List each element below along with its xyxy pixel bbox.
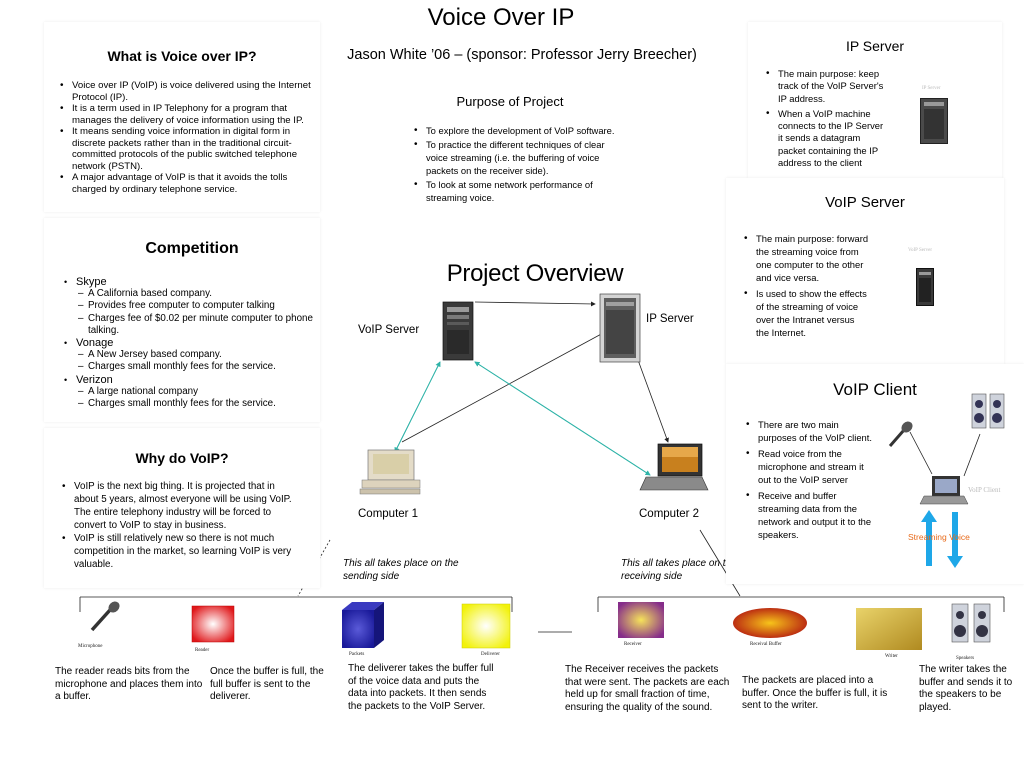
- list-item: To practice the different techniques of …: [414, 138, 624, 177]
- overview-computer2-label: Computer 2: [639, 508, 700, 520]
- voip-server-image-label: VoIP Server: [908, 248, 933, 253]
- list-item: To look at some network performance of s…: [414, 178, 624, 204]
- list-item: VoIP is the next big thing. It is projec…: [62, 480, 302, 532]
- label-packets: Packets: [349, 652, 365, 657]
- pipeline-speakers-icon: [951, 603, 991, 643]
- pipeline-reader-box: [191, 605, 235, 643]
- pipeline-deliverer-box: [461, 603, 511, 649]
- voip-server-image: [916, 268, 934, 306]
- voip-server-heading: VoIP Server: [825, 194, 905, 211]
- streaming-voice-label: Streaming Voice: [908, 532, 970, 542]
- voip-client-illustration: [888, 393, 1005, 568]
- sending-side-note: This all takes place on the sending side: [343, 558, 459, 582]
- pipeline-writer-box: [856, 608, 922, 650]
- ip-server-panel: IP Server The main purpose: keep track o…: [748, 22, 1002, 178]
- pipeline-packets-cube: [342, 602, 384, 648]
- speakers-icon: [971, 393, 1005, 429]
- pipeline-diagram: [90, 601, 991, 650]
- competition-list: •Skype A California based company. Provi…: [64, 276, 314, 410]
- voip-client-image-label: VoIP Client: [968, 486, 1001, 494]
- ip-server-heading: IP Server: [845, 38, 905, 54]
- list-item: Receive and buffer streaming data from t…: [746, 489, 876, 541]
- computer-1-icon: [359, 449, 421, 495]
- overview-ip-server-label: IP Server: [646, 313, 694, 325]
- list-item: Charges fee of $0.02 per minute computer…: [78, 313, 314, 337]
- voip-client-heading: VoIP Client: [833, 380, 917, 399]
- ip-server-image-label: IP Server: [922, 86, 941, 91]
- voip-server-icon: [442, 301, 474, 361]
- what-is-voip-panel: What is Voice over IP? Voice over IP (Vo…: [44, 22, 320, 212]
- list-item: A California based company.: [78, 288, 314, 300]
- purpose-list: To explore the development of VoIP softw…: [414, 124, 624, 204]
- laptop-icon: [919, 476, 969, 505]
- microphone-icon: [888, 421, 913, 447]
- company-skype: •Skype A California based company. Provi…: [64, 276, 314, 337]
- list-item: It is a term used in IP Telephony for a …: [60, 103, 312, 126]
- why-voip-heading: Why do VoIP?: [135, 450, 229, 466]
- voip-server-panel: VoIP Server The main purpose: forward th…: [726, 178, 1004, 364]
- streaming-down-arrow-icon: [947, 512, 963, 568]
- overview-voip-server-label: VoIP Server: [358, 324, 420, 336]
- overview-diagram: [359, 293, 709, 495]
- list-item: A large national company: [78, 386, 314, 398]
- overview-heading: Project Overview: [446, 260, 624, 287]
- list-item: Voice over IP (VoIP) is voice delivered …: [60, 80, 312, 103]
- pipeline-receiver-box: [618, 602, 664, 638]
- company-name: Skype: [76, 276, 107, 288]
- label-receiver: Receiver: [624, 642, 642, 647]
- purpose-heading: Purpose of Project: [456, 94, 564, 109]
- list-item: Is used to show the effects of the strea…: [744, 287, 870, 339]
- list-item: When a VoIP machine connects to the IP S…: [766, 108, 890, 169]
- list-item: Read voice from the microphone and strea…: [746, 447, 876, 486]
- overview-computer1-label: Computer 1: [358, 508, 419, 520]
- page-title: Voice Over IP: [427, 4, 575, 31]
- list-item: The main purpose: forward the streaming …: [744, 232, 870, 284]
- caption-reader: The reader reads bits from the microphon…: [55, 666, 203, 702]
- ip-server-image: [920, 98, 948, 144]
- what-is-voip-heading: What is Voice over IP?: [107, 48, 257, 64]
- company-verizon: •Verizon A large national company Charge…: [64, 374, 314, 411]
- label-speakers: Speakers: [956, 656, 975, 661]
- voip-server-list: The main purpose: forward the streaming …: [744, 232, 870, 339]
- list-item: It means sending voice information in di…: [60, 126, 312, 172]
- competition-heading: Competition: [145, 240, 239, 257]
- what-is-voip-list: Voice over IP (VoIP) is voice delivered …: [60, 80, 312, 195]
- company-name: Vonage: [76, 337, 114, 350]
- voip-client-list: There are two main purposes of the VoIP …: [746, 418, 876, 541]
- list-item: To explore the development of VoIP softw…: [414, 124, 624, 137]
- label-writer: Writer: [885, 654, 898, 659]
- page-subtitle: Jason White ’06 – (sponsor: Professor Je…: [347, 47, 697, 63]
- caption-buffer: Once the buffer is full, the full buffer…: [210, 666, 324, 702]
- list-item: The main purpose: keep track of the VoIP…: [766, 68, 890, 105]
- list-item: Charges small monthly fees for the servi…: [78, 361, 314, 373]
- list-item: A New Jersey based company.: [78, 349, 314, 361]
- streaming-up-arrow-icon: [921, 510, 937, 566]
- list-item: VoIP is still relatively new so there is…: [62, 532, 302, 571]
- company-name: Verizon: [76, 373, 113, 386]
- caption-receiver: The Receiver receives the packets that w…: [565, 664, 730, 713]
- list-item: Provides free computer to computer talki…: [78, 300, 314, 312]
- ip-server-list: The main purpose: keep track of the VoIP…: [766, 68, 890, 169]
- receiving-side-note: This all takes place on the receiving si…: [621, 558, 737, 582]
- computer-2-icon: [639, 443, 709, 491]
- caption-writer: The writer takes the buffer and sends it…: [919, 664, 1013, 713]
- caption-deliverer: The deliverer takes the buffer full of t…: [348, 663, 494, 712]
- why-voip-list: VoIP is the next big thing. It is projec…: [62, 480, 302, 571]
- pipeline-microphone-icon: [90, 601, 120, 632]
- list-item: A major advantage of VoIP is that it avo…: [60, 172, 312, 195]
- label-reader: Reader: [195, 648, 210, 653]
- voip-client-panel: VoIP Client There are two main purposes …: [726, 364, 1024, 584]
- company-vonage: •Vonage A New Jersey based company. Char…: [64, 337, 314, 374]
- list-item: There are two main purposes of the VoIP …: [746, 418, 876, 444]
- label-deliverer: Deliverer: [481, 652, 500, 657]
- caption-receival-buffer: The packets are placed into a buffer. On…: [742, 675, 888, 711]
- ip-server-icon: [599, 293, 641, 363]
- label-receival-buffer: Receival Buffer: [750, 642, 782, 647]
- pipeline-receival-buffer-oval: [733, 608, 807, 638]
- competition-panel: Competition •Skype A California based co…: [44, 218, 320, 422]
- why-voip-panel: Why do VoIP? VoIP is the next big thing.…: [44, 428, 320, 588]
- label-microphone: Microphone: [78, 644, 103, 649]
- list-item: Charges small monthly fees for the servi…: [78, 398, 314, 410]
